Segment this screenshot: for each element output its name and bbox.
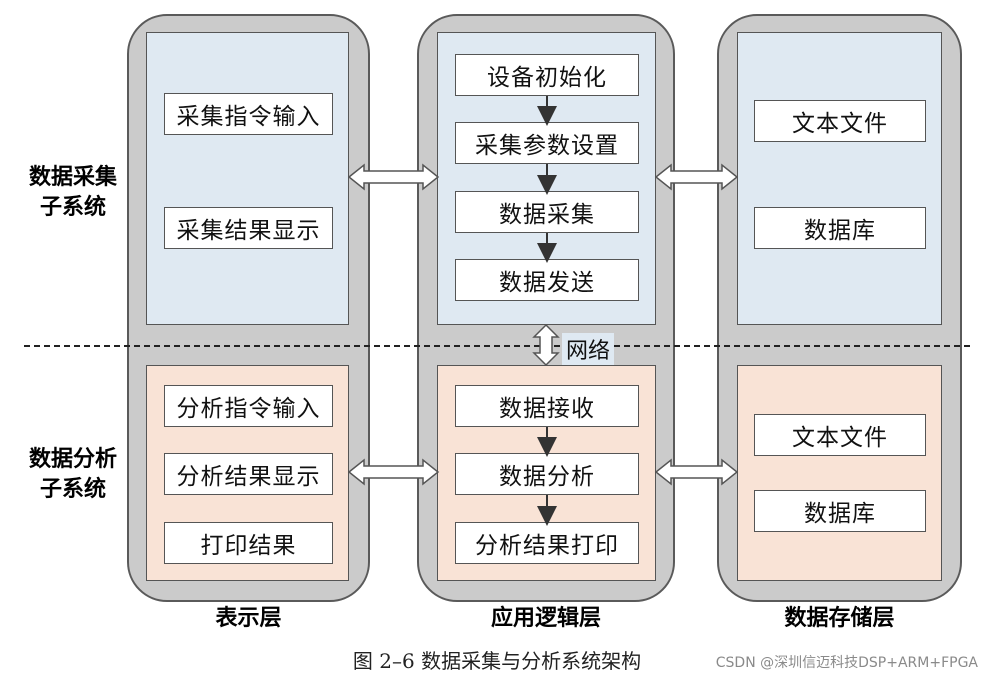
device-init-box: 设备初始化	[455, 54, 639, 96]
network-label: 网络	[562, 333, 615, 365]
data-send-box: 数据发送	[455, 259, 639, 301]
presentation-layer-label: 表示层	[215, 606, 282, 631]
logic-layer-label: 应用逻辑层	[490, 606, 601, 631]
collection-result-display-box: 采集结果显示	[164, 207, 333, 249]
analysis-text-file-box: 文本文件	[754, 414, 926, 456]
collection-text-file-box: 文本文件	[754, 100, 926, 142]
double-arrow-icon	[347, 163, 440, 191]
collection-subsystem-label-line2: 子系统	[39, 195, 106, 220]
watermark: CSDN @深圳信迈科技DSP+ARM+FPGA	[715, 655, 978, 671]
analysis-print-box: 分析结果打印	[455, 522, 639, 564]
collection-subsystem-label-line1: 数据采集	[28, 165, 117, 190]
data-collection-box: 数据采集	[455, 191, 639, 233]
data-receive-box: 数据接收	[455, 385, 639, 427]
subsystem-divider	[24, 345, 970, 347]
analysis-subsystem-label: 数据分析 子系统	[18, 445, 128, 505]
analysis-result-display-box: 分析结果显示	[164, 453, 333, 495]
analysis-subsystem-label-line1: 数据分析	[28, 447, 117, 472]
data-analysis-box: 数据分析	[455, 453, 639, 495]
double-arrow-icon	[654, 163, 739, 191]
collection-storage-panel	[737, 32, 942, 325]
collection-database-box: 数据库	[754, 207, 926, 249]
analysis-storage-panel	[737, 365, 942, 581]
storage-layer-label: 数据存储层	[784, 606, 895, 631]
figure-caption: 图 2–6 数据采集与分析系统架构	[352, 649, 642, 673]
collection-subsystem-label: 数据采集 子系统	[18, 163, 128, 223]
print-result-box: 打印结果	[164, 522, 333, 564]
double-arrow-icon	[654, 458, 739, 486]
collection-command-input-box: 采集指令输入	[164, 93, 333, 135]
analysis-command-input-box: 分析指令输入	[164, 385, 333, 427]
analysis-subsystem-label-line2: 子系统	[39, 477, 106, 502]
double-arrow-icon	[347, 458, 440, 486]
analysis-database-box: 数据库	[754, 490, 926, 532]
collection-presentation-panel	[146, 32, 349, 325]
network-arrow-icon	[532, 323, 560, 367]
